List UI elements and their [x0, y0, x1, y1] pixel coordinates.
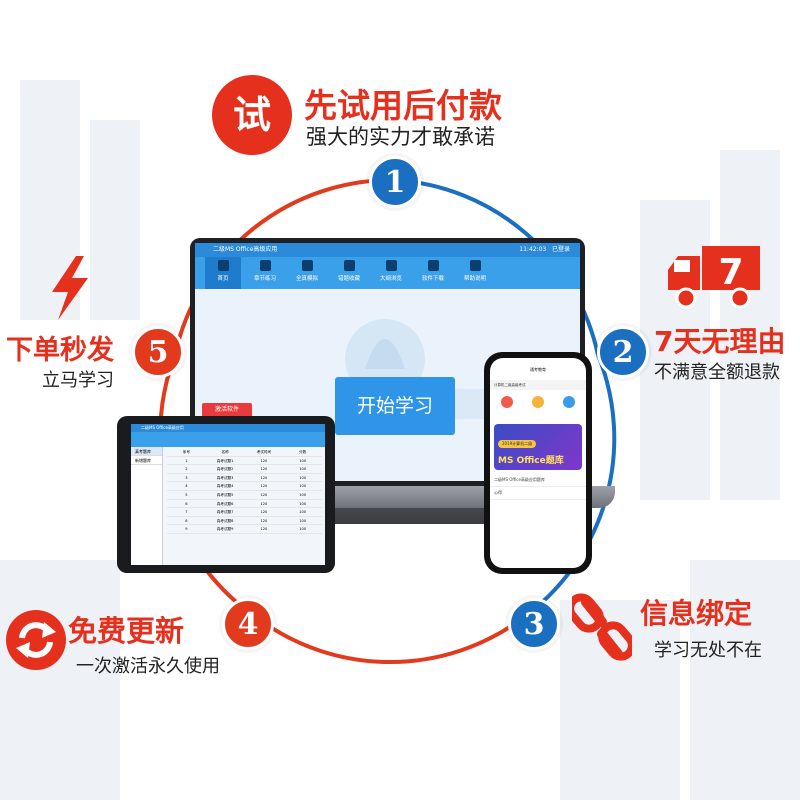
svg-text:7: 7	[718, 252, 743, 293]
app-title: 二级MS Office高级应用	[213, 246, 278, 253]
home-icon	[217, 260, 229, 271]
feature-title: 下单秒发	[6, 335, 114, 366]
sidebar-item-new-bank[interactable]: 新增题库	[131, 456, 162, 465]
tablet-app-window: 二级MS Office高级应用 真考题库 新增题库 序号 名称 考试时间 分数 …	[131, 424, 325, 565]
step-number-2: 2	[597, 326, 649, 378]
tool-download[interactable]: 软件下载	[415, 257, 451, 289]
help-icon	[469, 260, 481, 271]
feature-subtitle: 立马学习	[42, 370, 114, 391]
tablet-toolbar	[131, 432, 325, 447]
chain-link-icon	[572, 593, 632, 661]
feature-subtitle: 学习无处不在	[654, 640, 762, 661]
tool-wrong-questions[interactable]: 错题收藏	[331, 257, 367, 289]
step-number-5: 5	[132, 326, 184, 378]
phone-app-tab[interactable]: 计算机二级高级考试	[490, 380, 586, 390]
lightning-icon	[52, 256, 88, 320]
activate-software-button[interactable]: 激活软件	[202, 403, 252, 417]
book-icon	[385, 260, 397, 271]
list-icon	[259, 260, 271, 271]
tablet-sidebar: 真考题库 新增题库	[131, 447, 163, 565]
step-number-4: 4	[222, 598, 274, 650]
phone: 通考教育 计算机二级高级考试 2019计算机二级 MS Office题库 二级M…	[484, 352, 592, 574]
tool-home[interactable]: 首页	[205, 257, 241, 289]
user-icon	[343, 260, 355, 271]
app-time: 11:42:03	[519, 246, 547, 253]
tablet-app-title: 二级MS Office高级应用	[131, 424, 325, 432]
table-header: 序号 名称 考试时间 分数	[167, 448, 322, 457]
refresh-icon	[6, 610, 66, 670]
list-item[interactable]: 二级MS Office高级应用题库	[490, 474, 586, 487]
feature-title: 先试用后付款	[304, 86, 502, 125]
exam-icon[interactable]	[501, 396, 514, 408]
monitor-icon	[301, 260, 313, 271]
phone-app-header: 通考教育	[530, 367, 546, 372]
login-status[interactable]: 已登录	[551, 246, 570, 253]
app-toolbar: 首页 章节练习 全真模拟 错题收藏 大纲浏览 软件下载 帮助说明	[195, 257, 580, 289]
phone-footer: 心得	[490, 487, 586, 500]
banner-tag: 2019计算机二级	[498, 440, 537, 448]
banner-title: MS Office题库	[498, 456, 564, 466]
feature-subtitle: 一次激活永久使用	[76, 656, 220, 677]
wrong-icon[interactable]	[562, 396, 575, 408]
feature-title: 7天无理由	[654, 325, 786, 358]
try-badge-icon: 试	[212, 75, 292, 155]
phone-banner[interactable]: 2019计算机二级 MS Office题库	[494, 424, 582, 470]
feature-title: 信息绑定	[640, 597, 753, 630]
app-titlebar: 二级MS Office高级应用 11:42:03 已登录	[195, 243, 580, 257]
sidebar-item-real-exam[interactable]: 真考题库	[131, 447, 162, 456]
phone-icon-row	[490, 390, 586, 414]
step-number-1: 1	[369, 156, 421, 208]
feature-subtitle: 强大的实力才敢承诺	[306, 125, 495, 149]
truck-7-icon: 7	[668, 246, 760, 309]
tool-outline[interactable]: 大纲浏览	[373, 257, 409, 289]
download-icon	[427, 260, 439, 271]
tool-help[interactable]: 帮助说明	[457, 257, 493, 289]
phone-app-screen: 通考教育 计算机二级高级考试 2019计算机二级 MS Office题库 二级M…	[490, 358, 586, 568]
tool-mock-exam[interactable]: 全真模拟	[289, 257, 325, 289]
feature-subtitle: 不满意全额退款	[654, 362, 780, 383]
start-learning-button[interactable]: 开始学习	[335, 377, 455, 435]
tablet: 二级MS Office高级应用 真考题库 新增题库 序号 名称 考试时间 分数 …	[117, 416, 335, 573]
step-number-3: 3	[508, 598, 560, 650]
tool-chapter-practice[interactable]: 章节练习	[247, 257, 283, 289]
feature-title: 免费更新	[68, 614, 185, 648]
favorite-icon[interactable]	[531, 396, 544, 408]
